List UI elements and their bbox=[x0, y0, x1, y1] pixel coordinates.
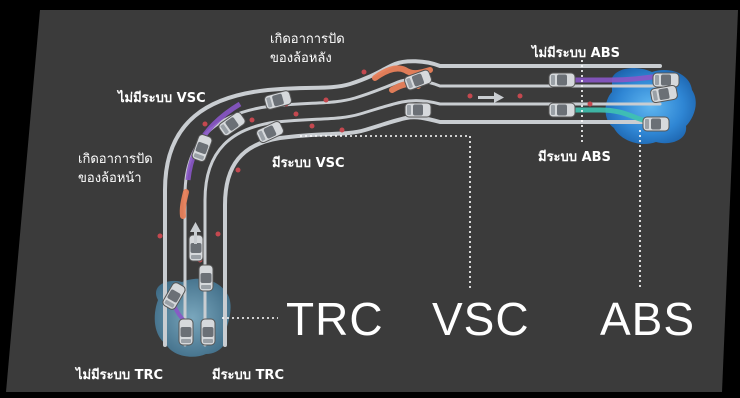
front-skid-label: เกิดอาการปัด ของล้อหน้า bbox=[78, 150, 153, 188]
front-skid-line-2: ของล้อหน้า bbox=[78, 171, 142, 186]
vsc-system-title: VSC bbox=[432, 293, 530, 345]
car-trc-3 bbox=[178, 318, 194, 346]
car-trc-2 bbox=[198, 264, 214, 292]
leader-lines bbox=[222, 60, 641, 319]
with-trc-label: มีระบบ TRC bbox=[212, 368, 284, 383]
abs-system-title: ABS bbox=[600, 293, 696, 345]
vsc-leader bbox=[300, 135, 471, 290]
with-vsc-label: มีระบบ VSC bbox=[272, 156, 345, 171]
road-lane-2 bbox=[203, 99, 662, 347]
front-skid-line-1: เกิดอาการปัด bbox=[78, 152, 153, 167]
car-abs-no-end bbox=[652, 72, 680, 88]
with-abs-label: มีระบบ ABS bbox=[538, 150, 611, 165]
car-abs-yes bbox=[548, 102, 576, 118]
road-edge-outer bbox=[163, 59, 662, 347]
direction-arrows bbox=[190, 92, 504, 244]
rear-skid-line-1: เกิดอาการปัด bbox=[270, 32, 345, 47]
trc-system-title: TRC bbox=[286, 293, 384, 345]
car-lane-mid bbox=[404, 102, 432, 118]
car-abs-no bbox=[548, 72, 576, 88]
without-vsc-label: ไม่มีระบบ VSC bbox=[118, 91, 206, 106]
without-abs-label: ไม่มีระบบ ABS bbox=[532, 46, 621, 61]
purple-track-vsc bbox=[185, 101, 242, 181]
without-trc-label: ไม่มีระบบ TRC bbox=[76, 368, 164, 383]
rear-skid-label: เกิดอาการปัด ของล้อหลัง bbox=[270, 30, 345, 68]
rear-skid-line-2: ของล้อหลัง bbox=[270, 51, 332, 66]
car-trc-4 bbox=[200, 318, 216, 346]
car-abs-yes-end bbox=[642, 116, 670, 132]
front-skid-mark bbox=[179, 189, 189, 219]
